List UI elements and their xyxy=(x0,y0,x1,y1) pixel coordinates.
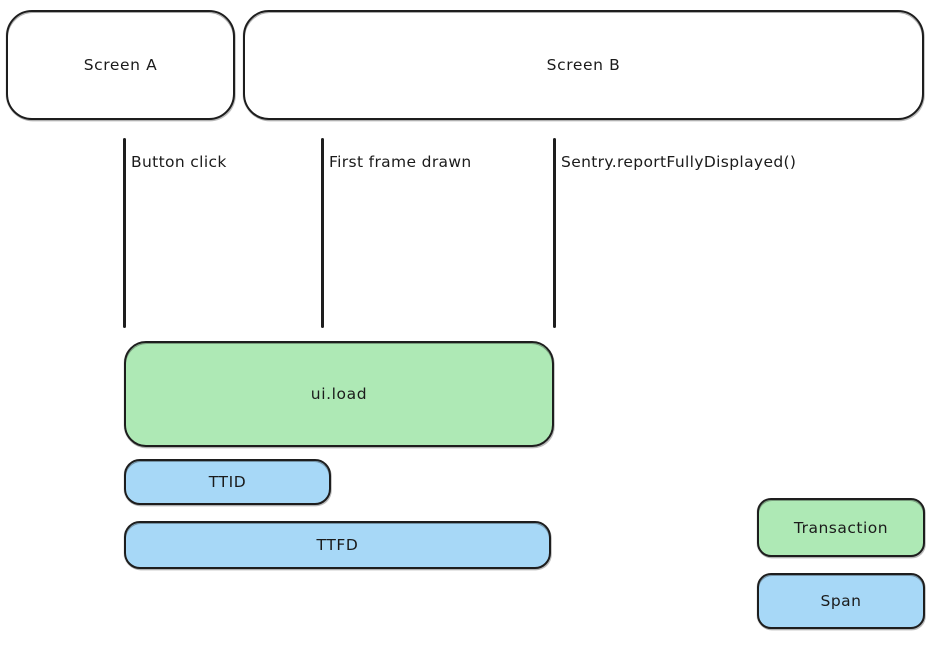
marker-line-report-fully-displayed xyxy=(553,138,556,328)
screen-b-box: Screen B xyxy=(243,10,924,120)
screen-a-box: Screen A xyxy=(6,10,235,120)
legend-transaction-label: Transaction xyxy=(793,518,889,537)
marker-line-first-frame-drawn xyxy=(321,138,324,328)
legend-span-swatch: Span xyxy=(757,573,925,629)
marker-label-report-fully-displayed: Sentry.reportFullyDisplayed() xyxy=(561,153,797,171)
bar-ui-load: ui.load xyxy=(124,341,554,447)
legend-transaction-swatch: Transaction xyxy=(757,498,925,557)
bar-ttfd: TTFD xyxy=(124,521,551,569)
legend-span-label: Span xyxy=(820,592,862,610)
screen-b-label: Screen B xyxy=(546,56,621,74)
bar-ttfd-label: TTFD xyxy=(316,536,359,554)
bar-ui-load-label: ui.load xyxy=(310,385,368,403)
marker-label-button-click: Button click xyxy=(131,153,227,171)
bar-ttid: TTID xyxy=(124,459,331,505)
marker-label-first-frame-drawn: First frame drawn xyxy=(329,153,472,171)
screen-a-label: Screen A xyxy=(83,56,158,74)
marker-line-button-click xyxy=(123,138,126,328)
bar-ttid-label: TTID xyxy=(208,473,247,491)
